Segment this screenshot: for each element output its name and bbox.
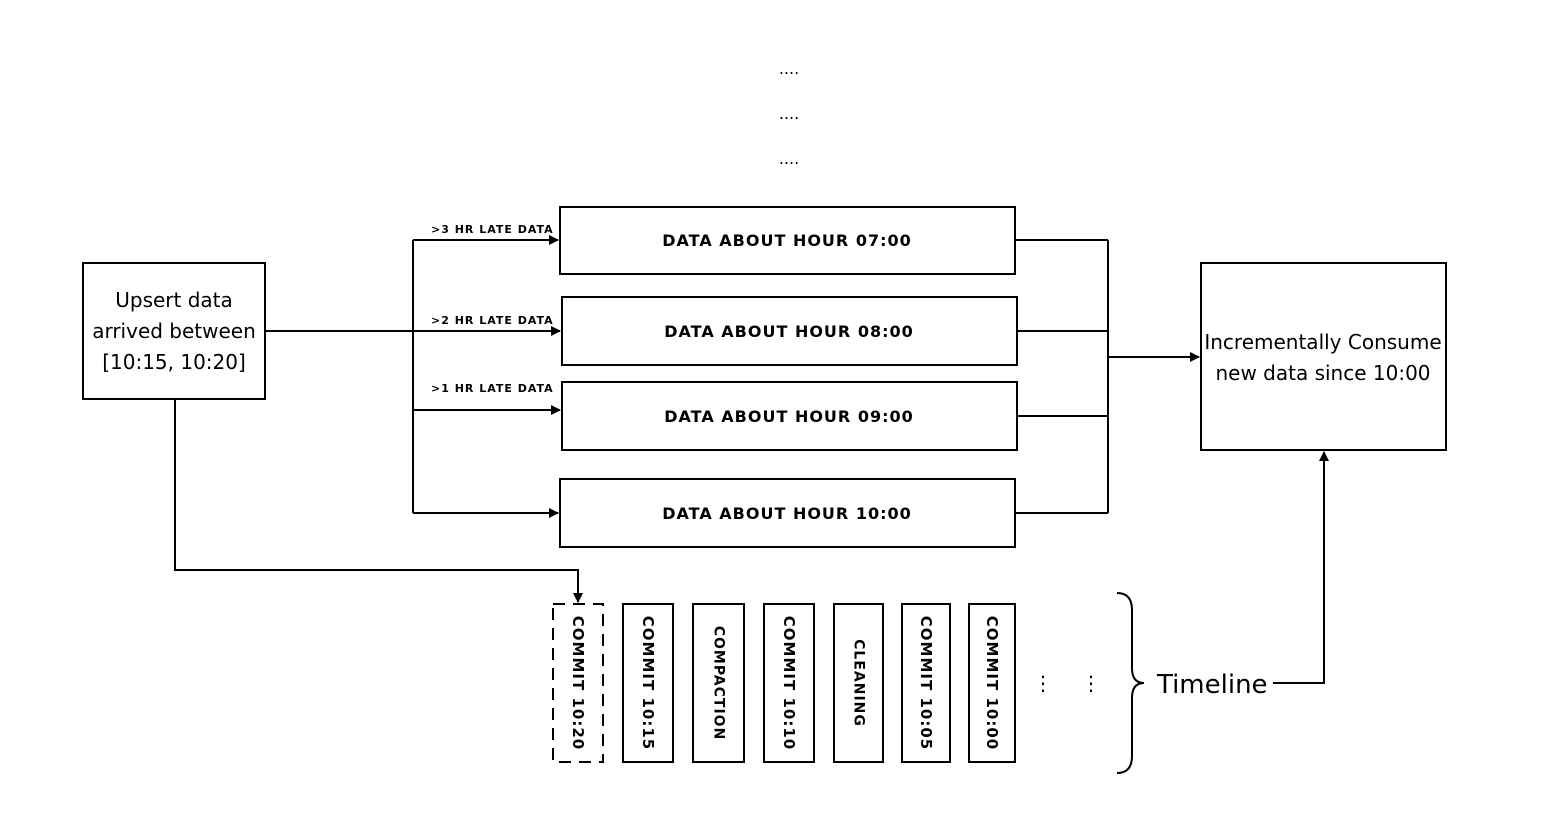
timeline-brace xyxy=(1116,592,1145,774)
timeline-instant-label: COMMIT 10:05 xyxy=(917,616,935,750)
timeline-more: ⋮ xyxy=(1081,671,1101,695)
timeline-instant-label: COMMIT 10:00 xyxy=(983,616,1001,750)
timeline-instant-label: COMMIT 10:15 xyxy=(639,616,657,750)
timeline-instant: COMMIT 10:00 xyxy=(968,603,1016,763)
source-line: [10:15, 10:20] xyxy=(102,350,246,374)
commit-connector xyxy=(174,399,583,603)
timeline-instant: CLEANING xyxy=(833,603,884,763)
timeline-instant: COMMIT 10:15 xyxy=(622,603,674,763)
ellipsis-row: .... xyxy=(779,59,799,78)
timeline-instant: COMMIT 10:05 xyxy=(901,603,951,763)
upsert-source-box: Upsert data arrived between [10:15, 10:2… xyxy=(82,262,266,400)
timeline-instant: COMMIT 10:10 xyxy=(763,603,815,763)
partition-label: DATA ABOUT HOUR 10:00 xyxy=(662,504,912,523)
consumer-line: new data since 10:00 xyxy=(1215,361,1430,385)
timeline-instant-label: COMPACTION xyxy=(711,626,727,741)
fan-in-connectors xyxy=(1015,239,1200,514)
ellipsis-row: .... xyxy=(779,149,799,168)
partition-label: DATA ABOUT HOUR 08:00 xyxy=(664,322,914,341)
timeline-instant: COMPACTION xyxy=(692,603,745,763)
partition-box-1000: DATA ABOUT HOUR 10:00 xyxy=(559,478,1016,548)
fan-out-connectors xyxy=(265,235,561,518)
ellipsis-row: .... xyxy=(779,104,799,123)
consumer-line: Incrementally Consume xyxy=(1204,330,1441,354)
consumer-box: Incrementally Consume new data since 10:… xyxy=(1200,262,1447,451)
timeline-more: ⋮ xyxy=(1033,671,1053,695)
source-line: arrived between xyxy=(92,319,256,343)
partition-label: DATA ABOUT HOUR 09:00 xyxy=(664,407,914,426)
timeline-to-consumer-connector xyxy=(1273,451,1329,684)
partition-box-0900: DATA ABOUT HOUR 09:00 xyxy=(561,381,1018,451)
late-label-2hr: >2 HR LATE DATA xyxy=(431,314,554,327)
timeline-instant-label: COMMIT 10:20 xyxy=(569,616,587,750)
late-label-1hr: >1 HR LATE DATA xyxy=(431,382,554,395)
timeline-instant: COMMIT 10:20 xyxy=(552,603,604,763)
late-label-3hr: >3 HR LATE DATA xyxy=(431,223,554,236)
timeline-instant-label: CLEANING xyxy=(851,639,867,727)
partition-box-0800: DATA ABOUT HOUR 08:00 xyxy=(561,296,1018,366)
timeline-instant-label: COMMIT 10:10 xyxy=(780,616,798,750)
source-line: Upsert data xyxy=(115,288,233,312)
partition-label: DATA ABOUT HOUR 07:00 xyxy=(662,231,912,250)
timeline-label: Timeline xyxy=(1156,670,1268,700)
partition-box-0700: DATA ABOUT HOUR 07:00 xyxy=(559,206,1016,275)
timeline: COMMIT 10:20 COMMIT 10:15 COMPACTION COM… xyxy=(552,603,1101,763)
